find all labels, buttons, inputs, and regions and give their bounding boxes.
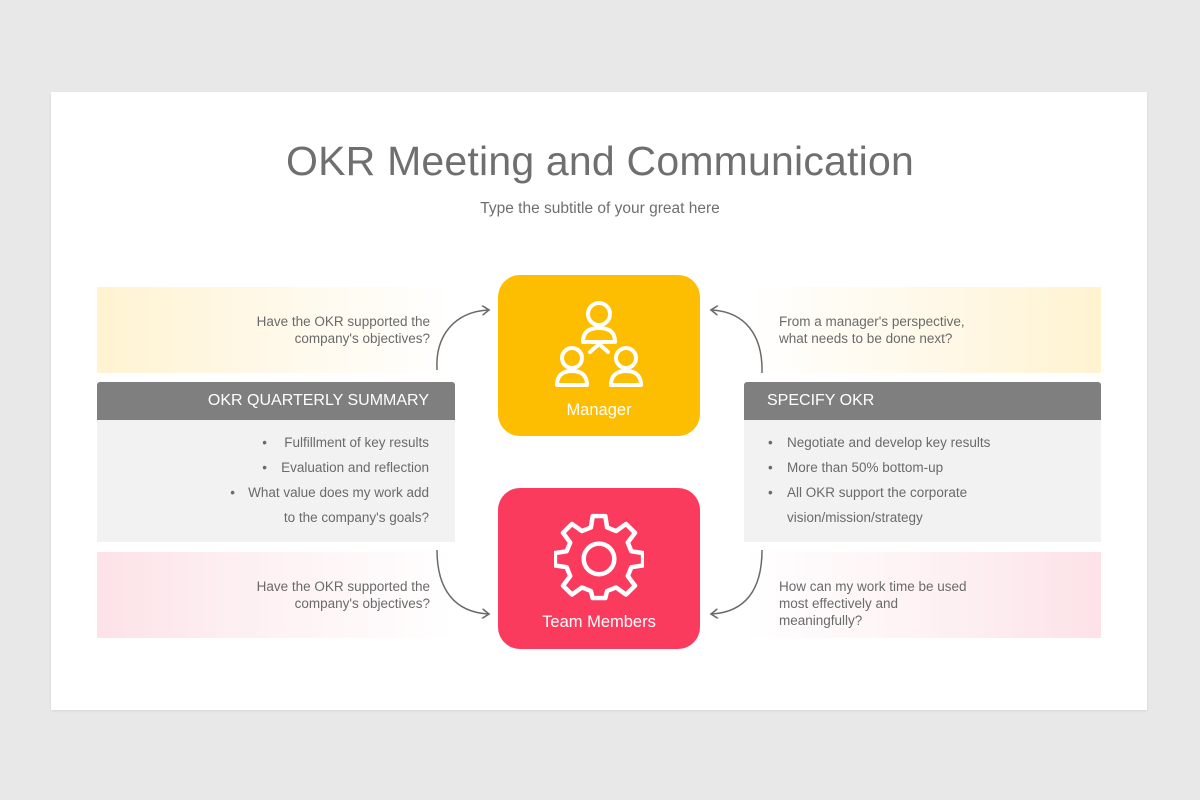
question-line: Have the OKR supported the	[256, 314, 430, 329]
okr-quarterly-summary-panel: • Fulfillment of key results • Evaluatio…	[97, 420, 455, 542]
bullet-text: Negotiate and develop key results	[787, 435, 991, 450]
bullet-text: All OKR support the corporate	[787, 485, 968, 500]
summary-bullet-list: • Fulfillment of key results • Evaluatio…	[230, 430, 429, 530]
question-line: company's objectives?	[294, 331, 430, 346]
bullet-text: Evaluation and reflection	[281, 460, 429, 475]
question-line: From a manager's perspective,	[779, 314, 965, 329]
left-bottom-question: Have the OKR supported the company's obj…	[180, 578, 430, 612]
people-hierarchy-icon	[555, 301, 643, 387]
list-item: • Fulfillment of key results	[248, 430, 429, 455]
okr-quarterly-summary-header: OKR QUARTERLY SUMMARY	[97, 382, 455, 420]
bullet-text: Fulfillment of key results	[284, 435, 429, 450]
bullet-text: What value does my work add	[248, 485, 429, 500]
bullet-text: to the company's goals?	[283, 510, 429, 525]
bullet-text: More than 50% bottom-up	[787, 460, 944, 475]
team-members-label: Team Members	[542, 613, 656, 631]
specify-bullet-list: • Negotiate and develop key results • Mo…	[768, 430, 990, 530]
arrow-right-top	[712, 310, 763, 374]
bullet-dot: •	[230, 485, 235, 500]
question-line: most effectively and	[779, 596, 899, 611]
question-line: company's objectives?	[294, 596, 430, 611]
left-top-band	[97, 287, 455, 373]
left-bottom-band	[97, 552, 455, 638]
bullet-dot: •	[768, 435, 773, 450]
manager-label: Manager	[566, 401, 632, 419]
bullet-dot: •	[768, 485, 773, 500]
team-members-card: Team Members	[498, 488, 700, 649]
list-item: to the company's goals?	[248, 505, 429, 530]
right-top-band	[744, 287, 1101, 373]
page-title: OKR Meeting and Communication	[286, 138, 914, 184]
bullet-dot: •	[768, 460, 773, 475]
list-item: • Evaluation and reflection	[248, 455, 429, 480]
question-line: Have the OKR supported the	[256, 579, 430, 594]
gear-icon	[554, 513, 644, 601]
question-line: meaningfully?	[779, 613, 863, 628]
bullet-dot: •	[262, 435, 267, 450]
right-bottom-band	[744, 552, 1101, 638]
bullet-dot: •	[262, 460, 267, 475]
right-top-question: From a manager's perspective, what needs…	[779, 313, 1039, 347]
arrow-right-bottom	[712, 549, 763, 614]
manager-card: Manager	[498, 275, 700, 436]
question-line: How can my work time be used	[779, 579, 967, 594]
bullet-text: vision/mission/strategy	[787, 510, 923, 525]
list-item: • What value does my work add	[230, 480, 429, 505]
arrow-left-bottom	[436, 549, 488, 614]
list-item: vision/mission/strategy	[768, 505, 990, 530]
question-line: what needs to be done next?	[779, 331, 953, 346]
list-item: • Negotiate and develop key results	[768, 430, 990, 455]
page-subtitle: Type the subtitle of your great here	[480, 200, 720, 217]
right-bottom-question: How can my work time be used most effect…	[779, 578, 1039, 629]
list-item: • All OKR support the corporate	[768, 480, 990, 505]
specify-okr-header: SPECIFY OKR	[744, 382, 1101, 420]
list-item: • More than 50% bottom-up	[768, 455, 990, 480]
arrow-left-top	[436, 310, 488, 371]
specify-okr-panel: • Negotiate and develop key results • Mo…	[744, 420, 1101, 542]
left-top-question: Have the OKR supported the company's obj…	[180, 313, 430, 347]
